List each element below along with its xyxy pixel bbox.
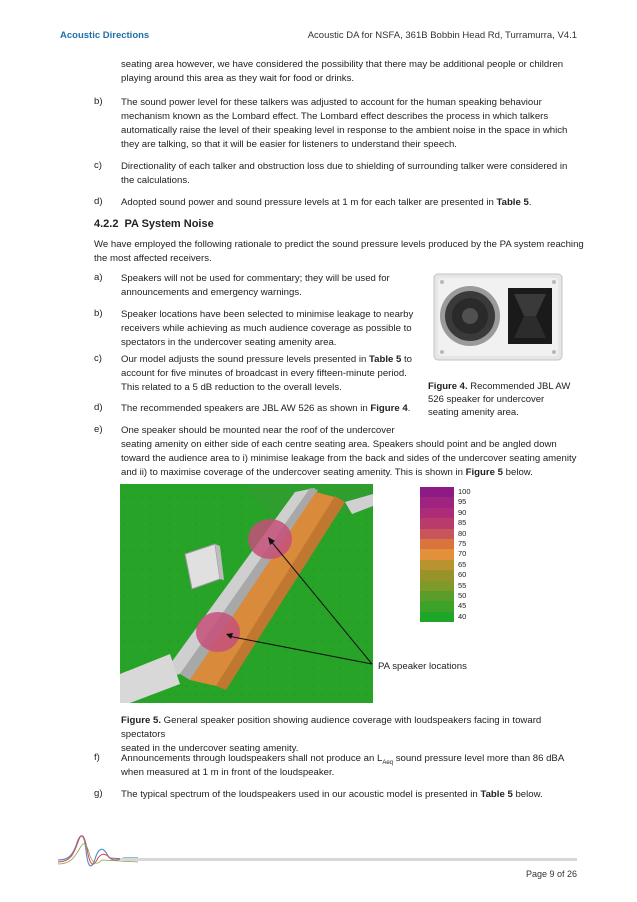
legend-row: 65 <box>420 559 471 571</box>
pa-speaker-label: PA speaker locations <box>378 661 467 672</box>
legend-row: 40 <box>420 611 471 623</box>
list-label: g) <box>94 788 103 799</box>
list-item-text: One speaker should be mounted near the r… <box>121 425 395 436</box>
legend-swatch <box>420 580 454 591</box>
list-item-text: Directionality of each talker and obstru… <box>121 161 568 172</box>
legend-value: 95 <box>458 497 467 507</box>
legend-value: 85 <box>458 518 467 528</box>
list-item-text: account for five minutes of broadcast in… <box>121 368 407 379</box>
footer-rule <box>120 858 577 861</box>
list-label: d) <box>94 196 103 207</box>
legend-swatch <box>420 507 454 519</box>
legend-row: 90 <box>420 507 471 519</box>
legend-swatch <box>420 559 454 571</box>
legend-value: 60 <box>458 570 467 580</box>
page-number: Page 9 of 26 <box>525 869 577 879</box>
list-label: f) <box>94 752 100 763</box>
legend-swatch <box>420 590 454 602</box>
brand-logo-text: Acoustic Directions <box>60 30 150 41</box>
legend-row: 80 <box>420 528 471 539</box>
legend-value: 40 <box>458 611 467 621</box>
legend-value: 55 <box>458 580 467 590</box>
list-item-text: mechanism known as the Lombard effect. T… <box>121 111 549 122</box>
legend-value: 50 <box>458 590 467 600</box>
list-item-text: the calculations. <box>121 175 190 186</box>
document-title: Acoustic DA for NSFA, 361B Bobbin Head R… <box>307 30 577 41</box>
legend-row: 100 <box>420 487 471 498</box>
legend-swatch <box>420 487 454 498</box>
legend-value: 75 <box>458 538 467 548</box>
list-item-text: The sound power level for these talkers … <box>121 97 542 108</box>
legend-row: 50 <box>420 590 471 602</box>
legend-swatch <box>420 570 454 581</box>
list-item-text: Speaker locations have been selected to … <box>121 309 414 320</box>
rationale-line: the most affected receivers. <box>94 253 212 264</box>
legend-value: 100 <box>458 487 471 496</box>
legend-swatch <box>420 538 454 550</box>
list-item-text: spectators in the undercover seating ame… <box>121 337 337 348</box>
list-item-text: announcements and emergency warnings. <box>121 287 302 298</box>
list-label: c) <box>94 160 102 171</box>
legend-row: 95 <box>420 497 471 508</box>
figure-5-caption: Figure 5. General speaker position showi… <box>121 715 542 754</box>
list-item-text: toward the audience area to i) minimise … <box>121 453 577 464</box>
intro-line: playing around this area as they wait fo… <box>121 73 355 84</box>
list-label: b) <box>94 308 103 319</box>
legend-row: 85 <box>420 518 471 529</box>
legend-swatch <box>420 611 454 623</box>
list-item-text: they are talking, so that it will be eas… <box>121 139 457 150</box>
list-item-text: Announcements through loudspeakers shall… <box>121 753 565 766</box>
rationale-line: We have employed the following rationale… <box>94 239 584 250</box>
legend-row: 70 <box>420 549 471 560</box>
figure-4-caption: Figure 4. Recommended JBL AW 526 speaker… <box>428 381 571 418</box>
list-item-text: The recommended speakers are JBL AW 526 … <box>121 403 411 414</box>
legend-row: 45 <box>420 601 471 612</box>
list-item-text: Our model adjusts the sound pressure lev… <box>121 354 413 365</box>
legend-value: 45 <box>458 601 467 611</box>
list-label: a) <box>94 272 103 283</box>
legend-swatch <box>420 601 454 612</box>
intro-line: seating area however, we have considered… <box>121 59 564 70</box>
list-item-text: automatically raise the level of their s… <box>121 125 568 136</box>
legend-swatch <box>420 528 454 539</box>
list-label: c) <box>94 353 102 364</box>
legend-swatch <box>420 518 454 529</box>
legend-row: 55 <box>420 580 471 591</box>
legend-row: 75 <box>420 538 471 550</box>
list-label: d) <box>94 402 103 413</box>
list-item-text: This related to a 5 dB reduction to the … <box>121 382 342 393</box>
list-label: e) <box>94 424 103 435</box>
waveform-logo <box>58 835 138 867</box>
legend-value: 70 <box>458 549 467 559</box>
speaker-image <box>428 266 566 366</box>
list-label: b) <box>94 96 103 107</box>
legend-value: 80 <box>458 528 467 538</box>
list-item-text: Adopted sound power and sound pressure l… <box>121 197 532 208</box>
legend-swatch <box>420 549 454 560</box>
noise-map-figure <box>120 484 373 703</box>
list-item-text: receivers while achieving as much audien… <box>121 323 412 334</box>
list-item-text: and ii) to maximise coverage of the unde… <box>121 467 533 478</box>
list-item-text: seating amenity on either side of each c… <box>121 439 557 450</box>
legend-value: 90 <box>458 507 467 517</box>
legend-row: 60 <box>420 570 471 581</box>
list-item-text: when measured at 1 m in front of the lou… <box>121 767 335 778</box>
legend-value: 65 <box>458 559 467 569</box>
list-item-text: The typical spectrum of the loudspeakers… <box>121 789 543 800</box>
list-item-text: Speakers will not be used for commentary… <box>121 273 390 284</box>
legend-swatch <box>420 497 454 508</box>
